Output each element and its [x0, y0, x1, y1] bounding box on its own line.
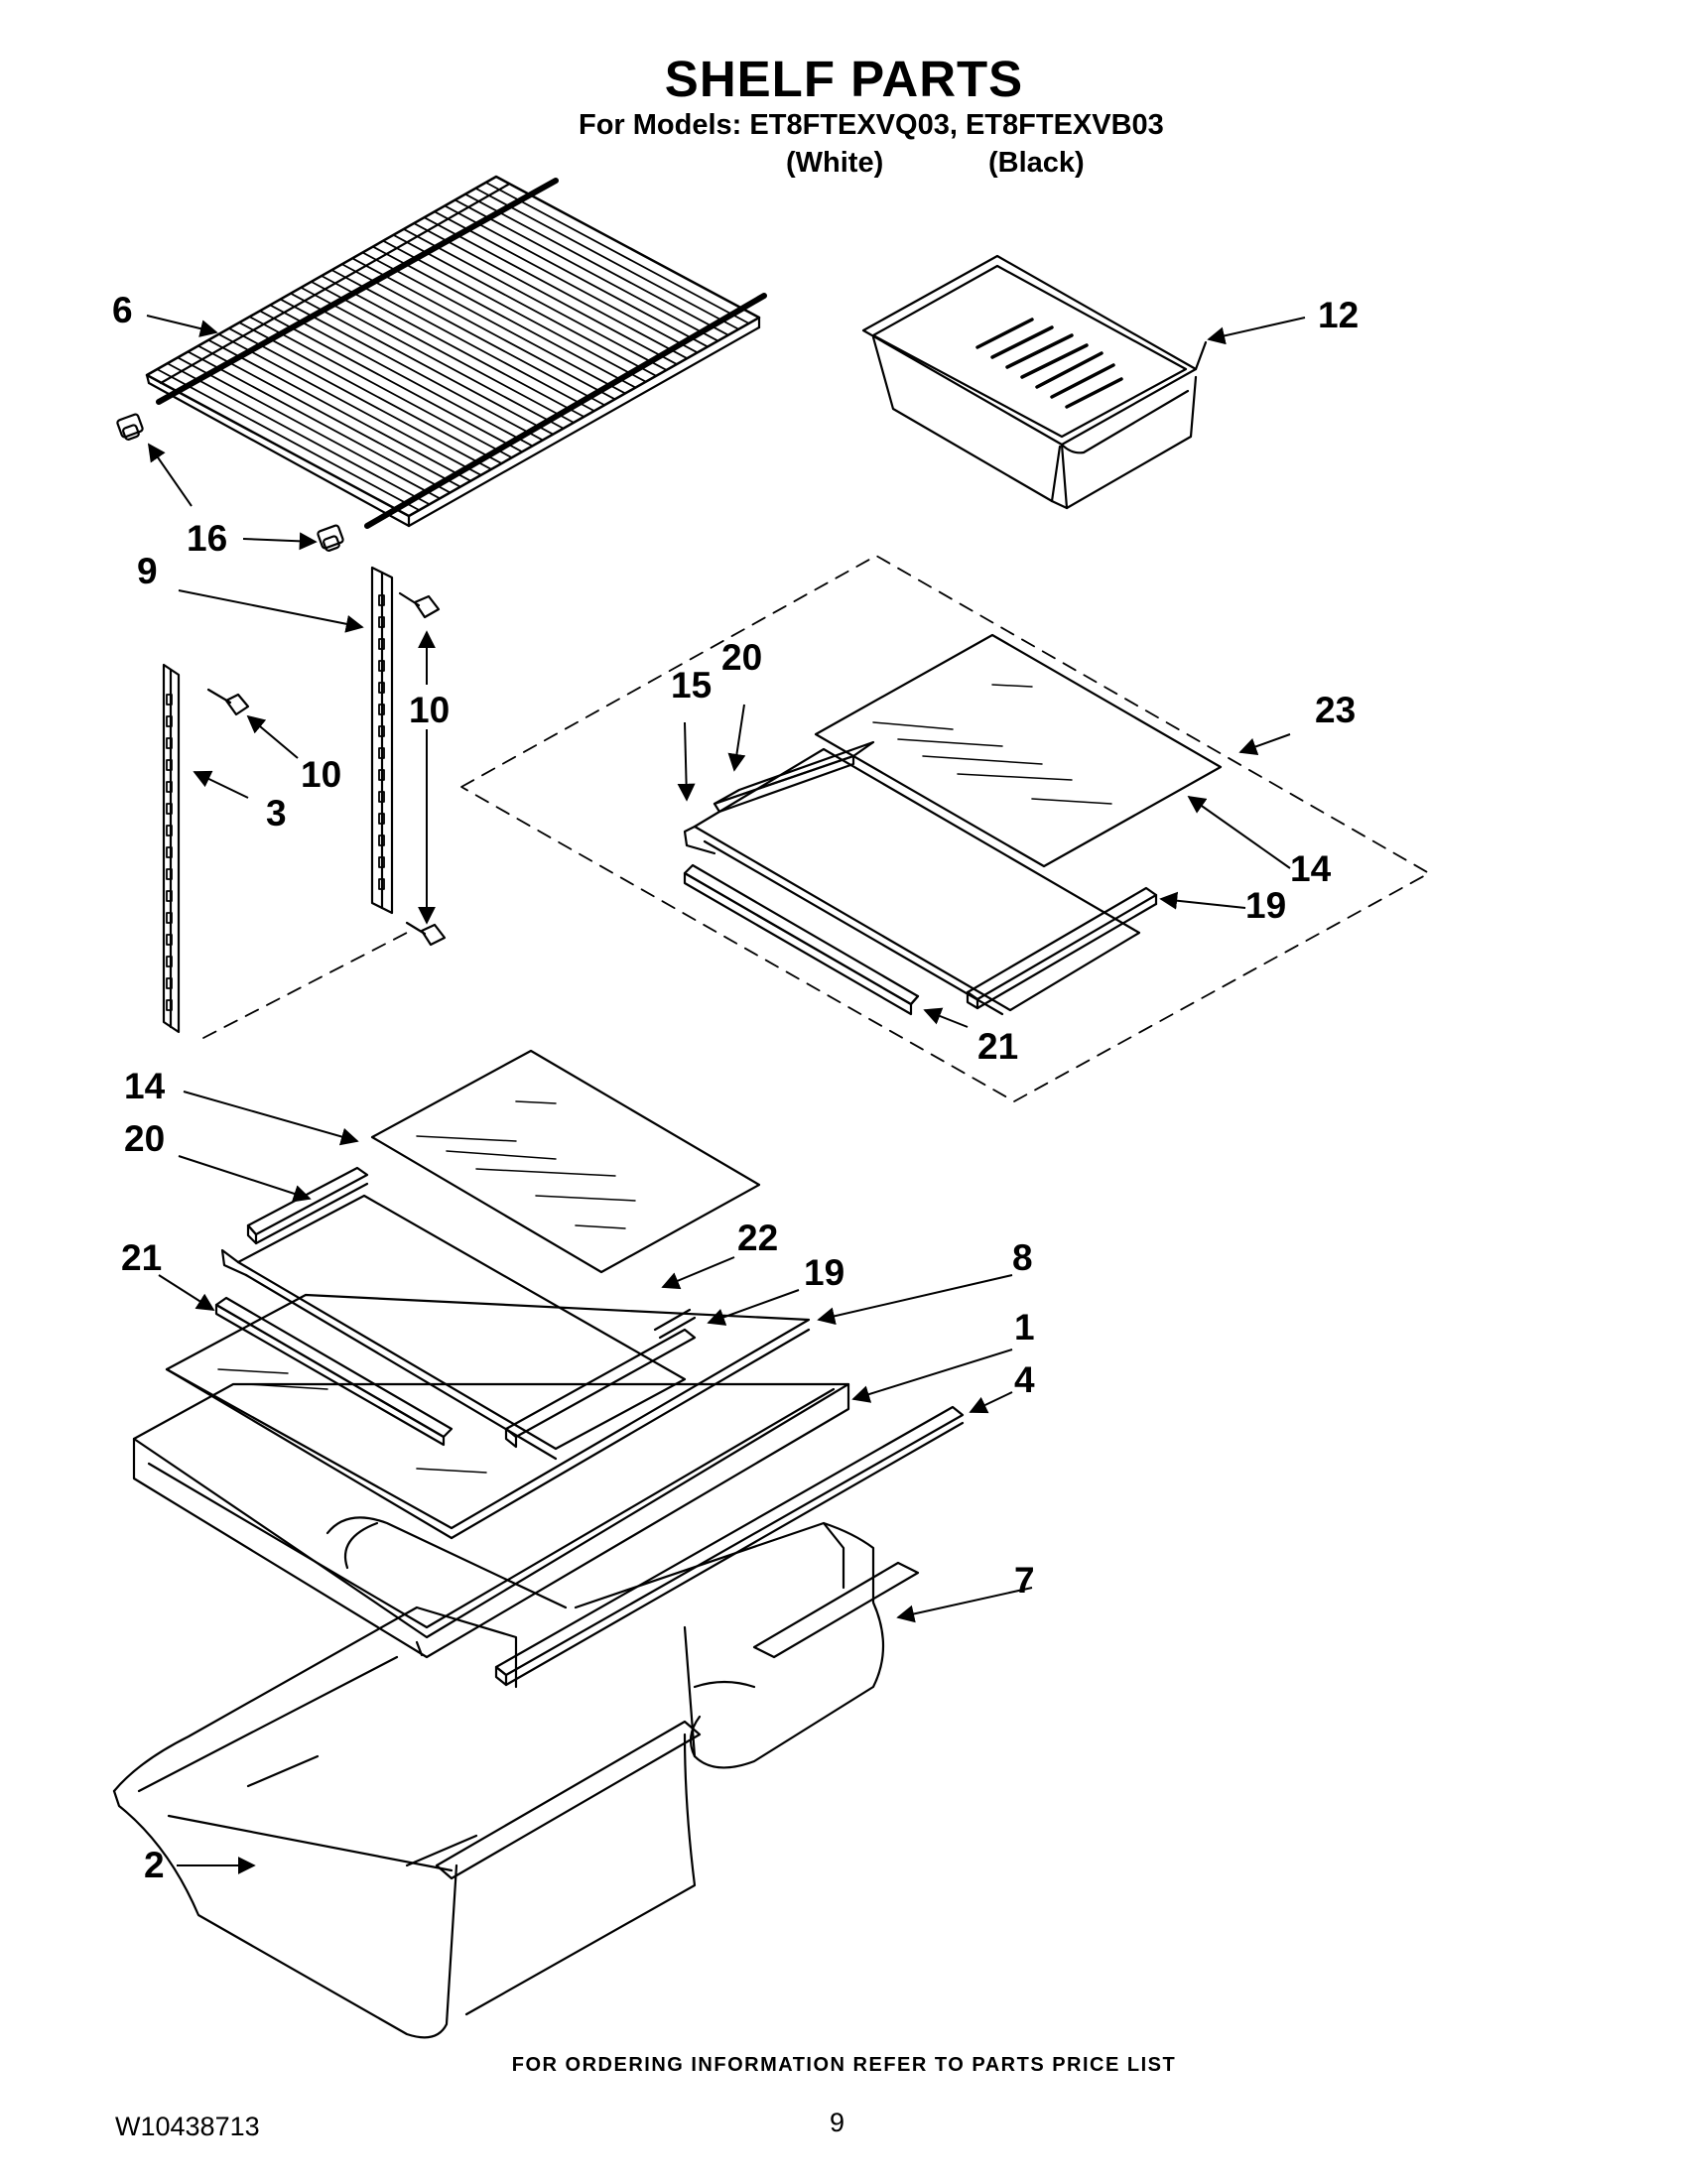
color-black-label: (Black) [988, 147, 1085, 179]
trim-19-lower [504, 1328, 697, 1449]
screw-right-bottom [405, 921, 447, 947]
callout-10-right: 10 [409, 690, 450, 730]
trim-21-upper [683, 863, 920, 1016]
crisper-drawer-7 [574, 1521, 920, 1769]
page-title: SHELF PARTS [664, 51, 1024, 107]
shelf-frame-lower [220, 1194, 687, 1461]
assembly-boundary-23 [460, 555, 1430, 1102]
glass-shelf-8 [165, 1293, 811, 1540]
callout-10-left: 10 [301, 754, 341, 795]
ordering-note: FOR ORDERING INFORMATION REFER TO PARTS … [511, 2054, 1177, 2076]
screw-left [206, 688, 250, 716]
document-number: W10438713 [115, 2112, 260, 2141]
crisper-pan [861, 254, 1208, 510]
callout-15: 15 [671, 665, 712, 706]
callout-22: 22 [737, 1218, 778, 1258]
callout-9: 9 [137, 551, 158, 591]
screw-right-top [398, 591, 441, 619]
trim-19-upper [966, 886, 1158, 1010]
shelf-ladder-right [370, 566, 394, 915]
callout-14-upper: 14 [1290, 848, 1332, 889]
shelf-stud-right [317, 524, 344, 552]
wire-shelf [145, 175, 767, 529]
callout-2: 2 [144, 1845, 165, 1885]
crisper-cover-1 [132, 1382, 850, 1659]
color-white-label: (White) [786, 147, 884, 179]
callout-12: 12 [1318, 295, 1359, 335]
models-line: For Models: ET8FTEXVQ03, ET8FTEXVB03 [579, 109, 1164, 141]
callout-14-lower: 14 [124, 1066, 166, 1106]
callout-23: 23 [1315, 690, 1356, 730]
callout-16: 16 [187, 518, 227, 559]
callout-1: 1 [1014, 1307, 1035, 1348]
callout-20-lower: 20 [124, 1118, 165, 1159]
callout-19-upper: 19 [1245, 885, 1286, 926]
callout-8: 8 [1012, 1237, 1033, 1278]
trim-20-upper [713, 740, 875, 814]
callout-19-lower: 19 [804, 1252, 844, 1293]
callout-4: 4 [1014, 1359, 1035, 1400]
glass-shelf-14-lower [370, 1049, 761, 1274]
callout-7: 7 [1014, 1560, 1035, 1601]
callout-20-upper: 20 [721, 637, 762, 678]
callout-21-upper: 21 [977, 1026, 1018, 1067]
callout-6: 6 [112, 290, 133, 330]
crisper-drawer-2 [112, 1606, 702, 2039]
trim-21-lower [214, 1296, 454, 1447]
shelf-ladder-left [162, 663, 181, 1034]
page-number: 9 [830, 2108, 845, 2137]
callout-21-lower: 21 [121, 1237, 162, 1278]
callout-3: 3 [266, 793, 287, 834]
glass-shelf-14-upper [814, 633, 1223, 868]
shelf-stud-left [116, 413, 144, 441]
trim-20-lower [246, 1166, 369, 1245]
